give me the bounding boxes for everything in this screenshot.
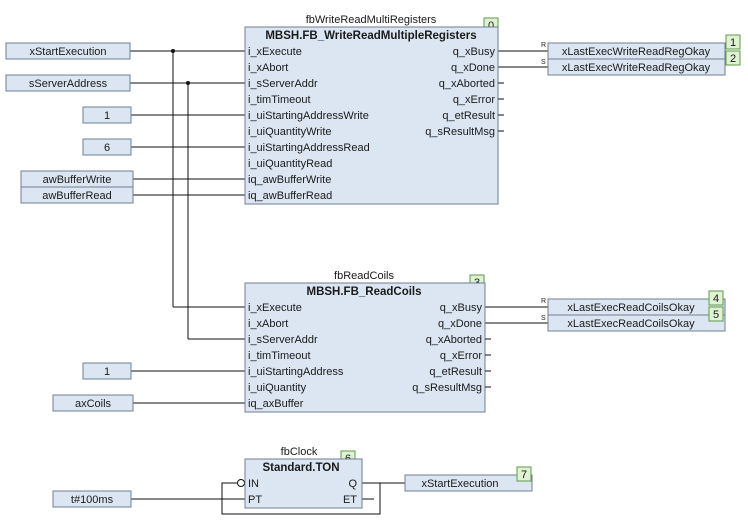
fb1-input-pins: i_xExecute i_xAbort i_sServerAddr i_timT… <box>248 46 370 202</box>
pin-label: q_sResultMsg <box>412 382 482 394</box>
input-const-coil-start[interactable]: 1 <box>82 362 132 380</box>
svg-text:xLastExecReadCoilsOkay: xLastExecReadCoilsOkay <box>567 302 695 314</box>
fb1-type-name: MBSH.FB_WriteReadMultipleRegisters <box>265 30 476 42</box>
pin-label: q_etResult <box>429 366 482 378</box>
pin-label: ET <box>343 494 357 506</box>
pin-label: i_sServerAddr <box>248 78 318 90</box>
input-const-write-start[interactable]: 1 <box>82 106 132 124</box>
pin-label: i_sServerAddr <box>248 334 318 346</box>
svg-text:awBufferRead: awBufferRead <box>42 190 112 202</box>
svg-text:sServerAddress: sServerAddress <box>29 78 108 90</box>
pin-label: q_xBusy <box>453 46 496 58</box>
output-var-read-coils-okay-1[interactable]: xLastExecReadCoilsOkay 4 <box>547 290 726 316</box>
input-var-coils[interactable]: axCoils <box>52 394 134 412</box>
input-const-clock-pt[interactable]: t#100ms <box>52 490 132 508</box>
order-badge <box>708 290 724 306</box>
pin-label: i_xExecute <box>248 302 302 314</box>
fb2-instance-name: fbReadCoils <box>334 270 394 282</box>
pin-label: i_xExecute <box>248 46 302 58</box>
svg-text:0: 0 <box>488 20 494 32</box>
pin-label: q_etResult <box>442 110 495 122</box>
set-coil-marker: S <box>541 315 546 322</box>
pin-label: q_xAborted <box>439 78 495 90</box>
fb1-instance-name: fbWriteReadMultiRegisters <box>306 14 437 26</box>
fb1-output-stubs <box>498 82 504 132</box>
svg-text:1: 1 <box>104 366 110 378</box>
svg-text:xStartExecution: xStartExecution <box>29 46 106 58</box>
svg-text:xLastExecReadCoilsOkay: xLastExecReadCoilsOkay <box>567 318 695 330</box>
set-coil-marker: S <box>541 59 546 66</box>
output-var-read-coils-okay-2[interactable]: xLastExecReadCoilsOkay 5 <box>547 306 726 332</box>
pin-label: q_xDone <box>438 318 482 330</box>
pin-label: i_uiQuantity <box>248 382 307 394</box>
order-badge <box>708 306 724 322</box>
function-block-read-coils[interactable]: fbReadCoils 3 MBSH.FB_ReadCoils i_xExecu… <box>244 270 491 413</box>
pin-label: i_xAbort <box>248 318 288 330</box>
pin-label: iq_awBufferRead <box>248 190 332 202</box>
svg-text:2: 2 <box>730 53 736 65</box>
pin-label: i_uiStartingAddress <box>248 366 344 378</box>
svg-text:xLastExecWriteReadRegOkay: xLastExecWriteReadRegOkay <box>562 46 711 58</box>
order-badge <box>725 50 741 66</box>
input-const-read-start[interactable]: 6 <box>82 138 132 156</box>
svg-text:awBufferWrite: awBufferWrite <box>43 174 112 186</box>
fb2-type-name: MBSH.FB_ReadCoils <box>306 286 421 298</box>
output-var-write-read-reg-okay-2[interactable]: xLastExecWriteReadRegOkay 2 <box>547 50 741 76</box>
pin-label: i_uiQuantityWrite <box>248 126 332 138</box>
pin-label: q_xError <box>440 350 483 362</box>
svg-text:xStartExecution: xStartExecution <box>421 478 498 490</box>
output-var-start-execution[interactable]: xStartExecution 7 <box>404 466 533 492</box>
pin-label: q_xAborted <box>426 334 482 346</box>
input-var-buffer-write[interactable]: awBufferWrite <box>20 170 134 188</box>
svg-text:6: 6 <box>104 142 110 154</box>
fb3-type-name: Standard.TON <box>262 462 339 474</box>
input-var-buffer-read[interactable]: awBufferRead <box>20 186 134 204</box>
pin-label: i_uiQuantityRead <box>248 158 332 170</box>
svg-text:4: 4 <box>713 293 719 305</box>
pin-label: iq_axBuffer <box>248 398 304 410</box>
order-badge <box>516 466 532 482</box>
pin-label: q_sResultMsg <box>425 126 495 138</box>
pin-label: q_xBusy <box>440 302 483 314</box>
pin-label: PT <box>248 494 262 506</box>
fb3-instance-name: fbClock <box>281 446 318 458</box>
svg-text:1: 1 <box>104 110 110 122</box>
pin-label: IN <box>248 478 259 490</box>
input-var-server-address[interactable]: sServerAddress <box>5 74 131 92</box>
pin-label: iq_awBufferWrite <box>248 174 331 186</box>
order-badge <box>725 34 741 50</box>
pin-label: q_xError <box>453 94 496 106</box>
reset-coil-marker: R <box>541 42 546 49</box>
svg-text:t#100ms: t#100ms <box>71 494 114 506</box>
fb2-input-pins: i_xExecute i_xAbort i_sServerAddr i_timT… <box>248 302 344 410</box>
coil-markers: R S R S <box>541 42 546 322</box>
function-block-write-read-registers[interactable]: fbWriteReadMultiRegisters 0 MBSH.FB_Writ… <box>244 14 504 205</box>
pin-label: q_xDone <box>451 62 495 74</box>
pin-label: i_uiStartingAddressWrite <box>248 110 369 122</box>
pin-label: i_uiStartingAddressRead <box>248 142 370 154</box>
function-block-ton-clock[interactable]: fbClock 6 Standard.TON IN PT Q ET <box>244 446 363 509</box>
pin-label: Q <box>348 478 357 490</box>
svg-text:7: 7 <box>521 469 527 481</box>
wires <box>130 49 548 515</box>
fb1-output-pins: q_xBusy q_xDone q_xAborted q_xError q_et… <box>425 46 495 138</box>
svg-text:axCoils: axCoils <box>75 398 112 410</box>
svg-text:1: 1 <box>730 37 736 49</box>
reset-coil-marker: R <box>541 298 546 305</box>
pin-label: i_timTimeout <box>248 94 311 106</box>
pin-label: i_xAbort <box>248 62 288 74</box>
fb2-output-pins: q_xBusy q_xDone q_xAborted q_xError q_et… <box>412 302 482 394</box>
input-var-start-execution[interactable]: xStartExecution <box>5 42 131 60</box>
fb2-output-stubs <box>485 338 491 388</box>
svg-text:5: 5 <box>713 309 719 321</box>
pin-label: i_timTimeout <box>248 350 311 362</box>
svg-text:xLastExecWriteReadRegOkay: xLastExecWriteReadRegOkay <box>562 62 711 74</box>
output-var-write-read-reg-okay-1[interactable]: xLastExecWriteReadRegOkay 1 <box>547 34 741 60</box>
